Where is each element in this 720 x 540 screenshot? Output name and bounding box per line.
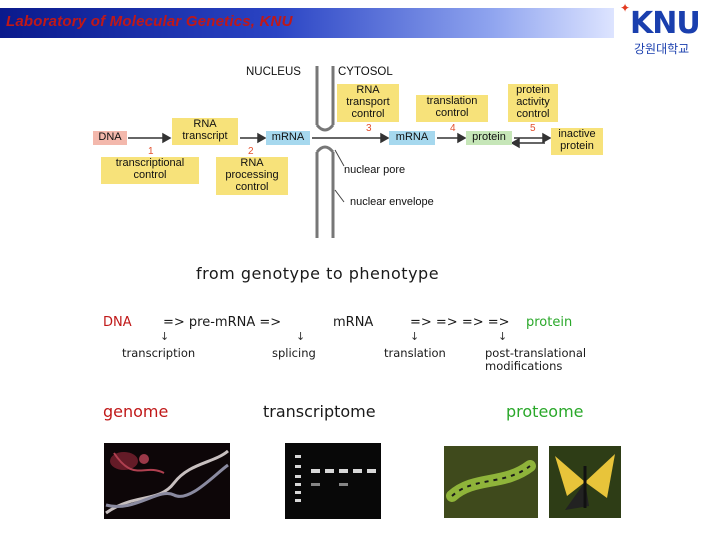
step-4: 4 [450,123,456,134]
proteome-butterfly-image [549,446,621,518]
step-splicing: splicing [272,346,316,360]
step-post-translational: post-translational [485,346,587,360]
flow-protein: protein [526,315,573,330]
down-arrow-4: ↓ [498,330,508,343]
leader-lines [334,149,345,203]
box-transcriptional-control: transcriptional control [101,157,199,184]
label-nucleus: NUCLEUS [246,66,301,78]
down-arrow-2: ↓ [296,330,306,343]
omics-genome: genome [103,402,169,421]
step-transcription: transcription [122,346,196,360]
label-nuclear-envelope: nuclear envelope [350,196,434,208]
proteome-caterpillar-image [444,446,538,518]
knu-logo-korean: 강원대학교 [634,42,690,56]
box-rna-transcript: RNA transcript [172,118,238,145]
box-protein-activity-control: protein activity control [508,84,558,122]
knu-logo: KNU [630,6,701,41]
omics-proteome: proteome [506,402,584,421]
step-5: 5 [530,123,536,134]
box-rna-transport-control: RNA transport control [337,84,399,122]
label-cytosol: CYTOSOL [338,66,393,78]
box-rna-processing-control: RNA processing control [216,157,288,195]
box-mrna-cytosol: mRNA [389,131,435,145]
transcriptome-gel-image [285,443,381,519]
step-1: 1 [148,146,154,157]
box-dna: DNA [93,131,127,145]
flow-arrows-multi: => => => => [410,315,510,330]
down-arrow-3: ↓ [410,330,420,343]
flow-mrna: mRNA [333,315,374,330]
genome-dna-image [104,443,230,519]
box-mrna-nucleus: mRNA [266,131,310,145]
flow-arrows [128,132,552,149]
step-3: 3 [366,123,372,134]
step-2: 2 [248,146,254,157]
flow-premrna: => pre-mRNA => [163,315,282,330]
label-nuclear-pore: nuclear pore [344,164,406,176]
flow-heading: from genotype to phenotype [196,264,440,283]
box-translation-control: translation control [416,95,488,122]
box-inactive-protein: inactive protein [551,128,603,155]
logo-star-icon: ✦ [620,1,631,15]
step-modifications: modifications [485,359,563,373]
omics-transcriptome: transcriptome [263,402,376,421]
nuclear-envelope-lines [315,66,335,238]
header-bar [0,8,614,38]
header-title: Laboratory of Molecular Genetics, KNU [6,13,293,30]
step-translation: translation [384,346,446,360]
flow-dna: DNA [103,315,132,330]
box-protein: protein [466,131,512,145]
down-arrow-1: ↓ [160,330,170,343]
gene-expression-diagram [128,66,552,238]
